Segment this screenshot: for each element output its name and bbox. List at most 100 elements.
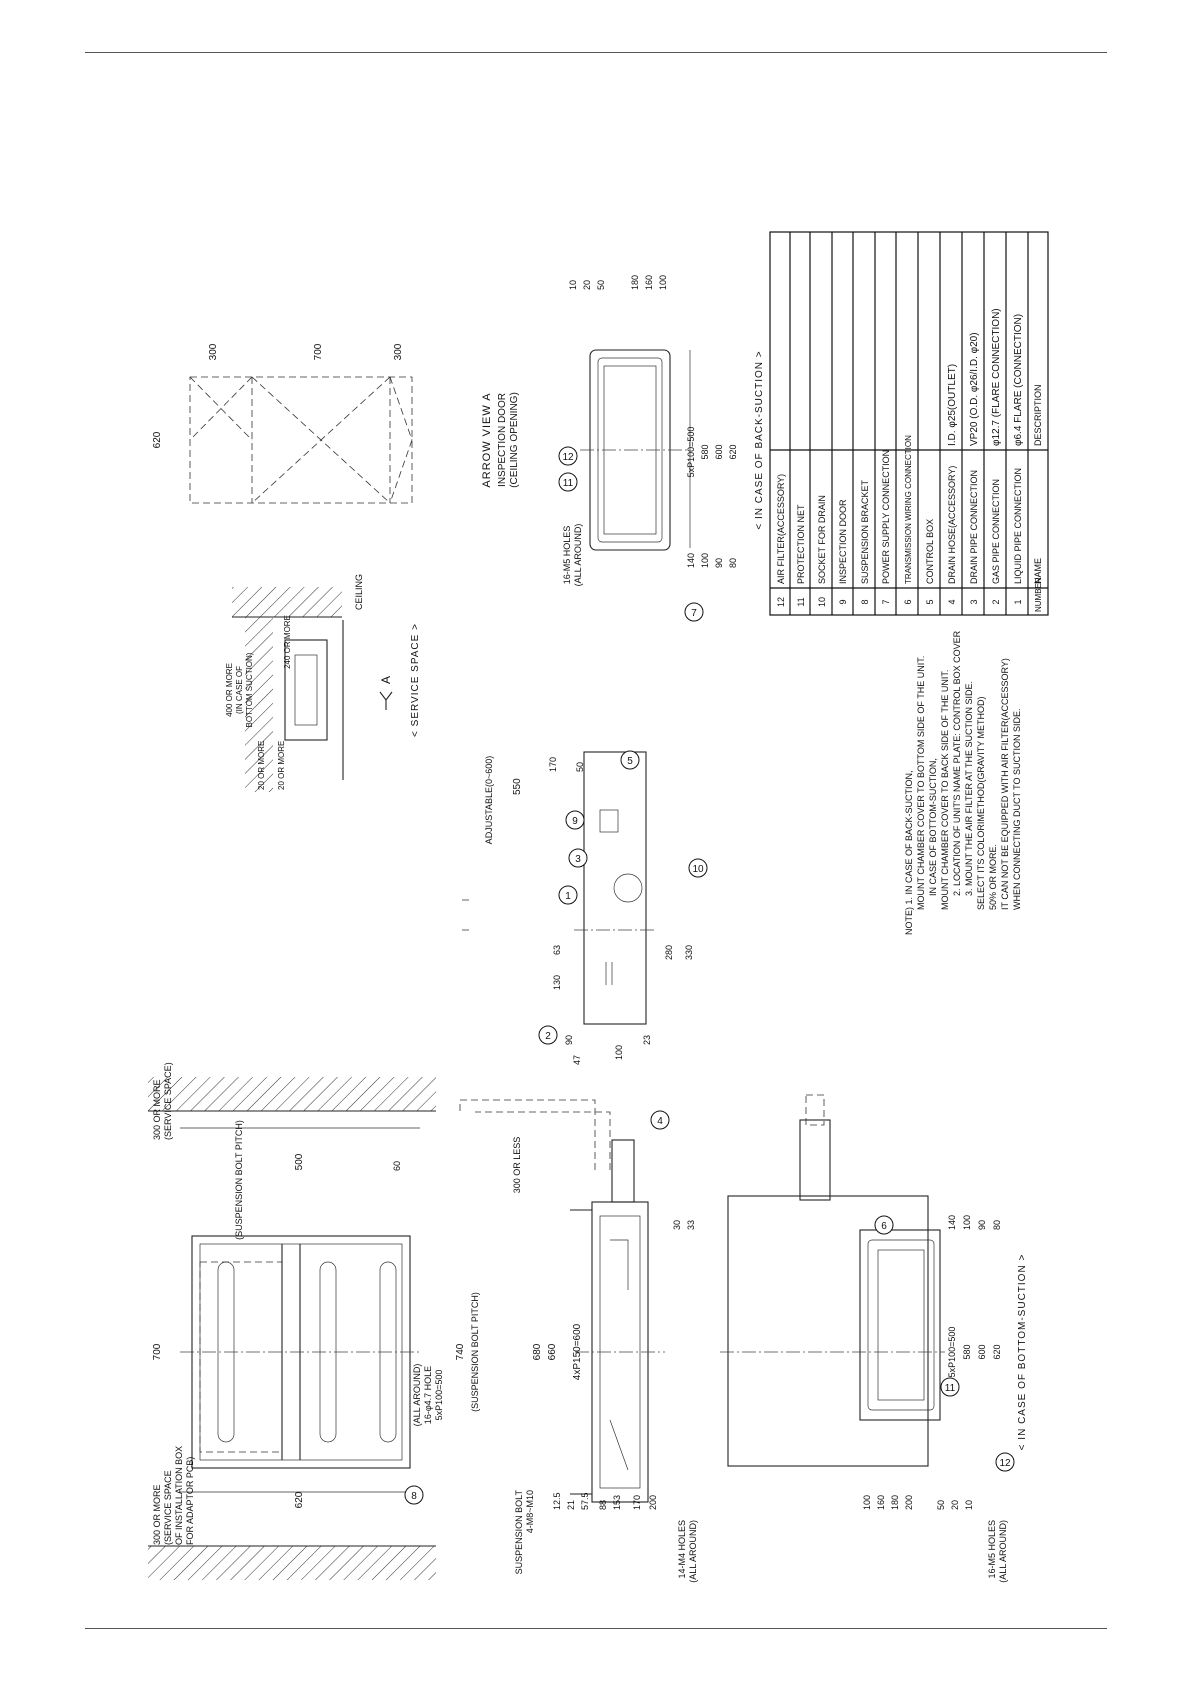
dim-10-back: 10 [568, 280, 578, 290]
row-2-number: 2 [991, 599, 1001, 604]
parts-table: 12 AIR FILTER(ACCESSORY) 11 PROTECTION N… [769, 231, 1049, 616]
dim-200: 200 [648, 1495, 658, 1510]
row-8-name: SUSPENSION BRACKET [860, 479, 870, 584]
callout-2-label: 2 [545, 1031, 551, 1042]
dim-170: 170 [632, 1495, 642, 1510]
callout-12-bottom [995, 1452, 1015, 1472]
row-10-name: SOCKET FOR DRAIN [817, 495, 827, 584]
dim-90-back: 90 [714, 558, 724, 568]
dim-300-less: 300 OR LESS [512, 1137, 522, 1194]
ceiling-label: CEILING [354, 574, 364, 610]
callout-3 [568, 848, 588, 868]
dim-adjustable: ADJUSTABLE(0~600) [484, 756, 494, 845]
service-20: 20 OR MORE [257, 741, 266, 790]
row-11-name: PROTECTION NET [796, 504, 806, 584]
dim-620-v: 620 [152, 431, 163, 448]
dim-140-back: 140 [686, 553, 696, 568]
header-description: DESCRIPTION [1033, 384, 1043, 446]
dim-130: 130 [552, 975, 562, 990]
dim-90-b: 90 [977, 1220, 987, 1230]
dim-bolt-pitch-label: (SUSPENSION BOLT PITCH) [234, 1120, 244, 1240]
callout-3-label: 3 [575, 854, 581, 865]
service-20b: 20 OR MORE [277, 741, 286, 790]
note-line-3: IN CASE OF BOTTOM-SUCTION, [928, 758, 938, 896]
note-line-9: IT CAN NOT BE EQUIPPED WITH AIR FILTER(A… [1000, 658, 1010, 910]
callout-4-label: 4 [657, 1116, 663, 1127]
row-1-name: LIQUID PIPE CONNECTION [1013, 468, 1023, 584]
back-suction-view: 11 12 7 16-M5 HOLES(ALL AROUND) 10 20 50… [558, 275, 765, 622]
row-9-number: 9 [838, 599, 848, 604]
side-view-middle: 300 OR LESS 680 660 4xP150=600 30 33 SUS… [459, 1099, 698, 1583]
row-12-number: 12 [776, 597, 786, 607]
dim-700-v: 700 [313, 343, 324, 360]
row-1-desc: φ6.4 FLARE (CONNECTION) [1013, 314, 1024, 446]
header-name: NAME [1033, 558, 1043, 584]
inspection-door-label: INSPECTION DOOR(CEILING OPENING) [497, 392, 520, 488]
service-400: 400 OR MORE(IN CASE OFBOTTOM SUCTION) [225, 652, 254, 727]
dim-620-back: 620 [728, 444, 738, 459]
callout-11-back-label: 11 [563, 478, 574, 489]
note-line-2: MOUNT CHAMBER COVER TO BOTTOM SIDE OF TH… [916, 656, 926, 910]
dim-20-side: 20 [950, 1500, 960, 1510]
dim-57-5: 57.5 [580, 1492, 590, 1510]
wall-hatch-service [245, 617, 273, 792]
row-6-number: 6 [903, 599, 913, 604]
callout-5 [620, 750, 640, 770]
callout-10 [688, 858, 708, 878]
callout-11-back [558, 472, 578, 492]
row-1-number: 1 [1013, 599, 1023, 604]
dim-160-back: 160 [644, 275, 654, 290]
callout-6-label: 6 [881, 1221, 887, 1232]
dim-60: 60 [392, 1161, 402, 1171]
dim-160-side: 160 [876, 1495, 886, 1510]
dim-100-back: 100 [658, 275, 668, 290]
dim-600-b: 600 [977, 1344, 987, 1359]
dim-580-back: 580 [700, 444, 710, 459]
dim-10-side: 10 [964, 1500, 974, 1510]
wall-hatch-top [148, 1077, 436, 1111]
dim-280: 280 [664, 945, 674, 960]
callout-6 [874, 1215, 894, 1235]
callout-4 [650, 1110, 670, 1130]
dim-180-back: 180 [630, 275, 640, 290]
holes-14-m4: 14-M4 HOLES(ALL AROUND) [677, 1520, 698, 1583]
arrow-a-label: A [379, 676, 393, 684]
dim-100-b: 100 [962, 1215, 972, 1230]
service-space: 20 OR MORE 20 OR MORE 400 OR MORE(IN CAS… [225, 574, 421, 792]
note-line-8: 50% OR MORE. [988, 844, 998, 910]
callout-1 [558, 885, 578, 905]
dim-500-bolt: 500 [294, 1153, 305, 1170]
row-3-number: 3 [969, 599, 979, 604]
dim-5p100-back: 5xP100=500 [686, 427, 696, 478]
callout-9-label: 9 [572, 816, 578, 827]
note-line-6: 3. MOUNT THE AIR FILTER AT THE SUCTION S… [964, 681, 974, 896]
plan-view: 700 300 OR MORE(SERVICE SPACEOF INSTALLA… [148, 1062, 480, 1580]
arrow-view-label: ARROW VIEW A [481, 392, 493, 487]
callout-12-bottom-label: 12 [999, 1458, 1011, 1469]
back-suction-title: < IN CASE OF BACK-SUCTION > [754, 350, 765, 529]
callout-8 [404, 1485, 424, 1505]
service-space-title: < SERVICE SPACE > [410, 623, 421, 737]
row-4-name: DRAIN HOSE(ACCESSORY) [947, 466, 957, 584]
callout-12-back [558, 446, 578, 466]
callout-8-label: 8 [411, 1491, 417, 1502]
header-number: NUMBER [1034, 577, 1043, 612]
dim-660: 660 [547, 1343, 558, 1360]
dim-100-back2: 100 [700, 553, 710, 568]
dim-140-b: 140 [947, 1215, 957, 1230]
dim-153: 153 [612, 1495, 622, 1510]
row-11-number: 11 [796, 597, 806, 606]
dim-bolt-pitch-label2: (SUSPENSION BOLT PITCH) [470, 1292, 480, 1412]
dim-23: 23 [642, 1035, 652, 1045]
note-line-10: WHEN CONNECTING DUCT TO SUCTION SIDE. [1012, 708, 1022, 910]
dim-200-side: 200 [904, 1495, 914, 1510]
wall-hatch-bottom [148, 1546, 436, 1580]
dim-80-back: 80 [728, 558, 738, 568]
row-3-name: DRAIN PIPE CONNECTION [969, 470, 979, 584]
row-3-desc: VP20 (O.D. φ26/I.D. φ20) [969, 332, 980, 446]
callout-11-bottom [940, 1377, 960, 1397]
bottom-suction-title: < IN CASE OF BOTTOM-SUCTION > [1017, 1254, 1028, 1451]
row-2-name: GAS PIPE CONNECTION [991, 479, 1001, 584]
dim-330: 330 [684, 945, 694, 960]
